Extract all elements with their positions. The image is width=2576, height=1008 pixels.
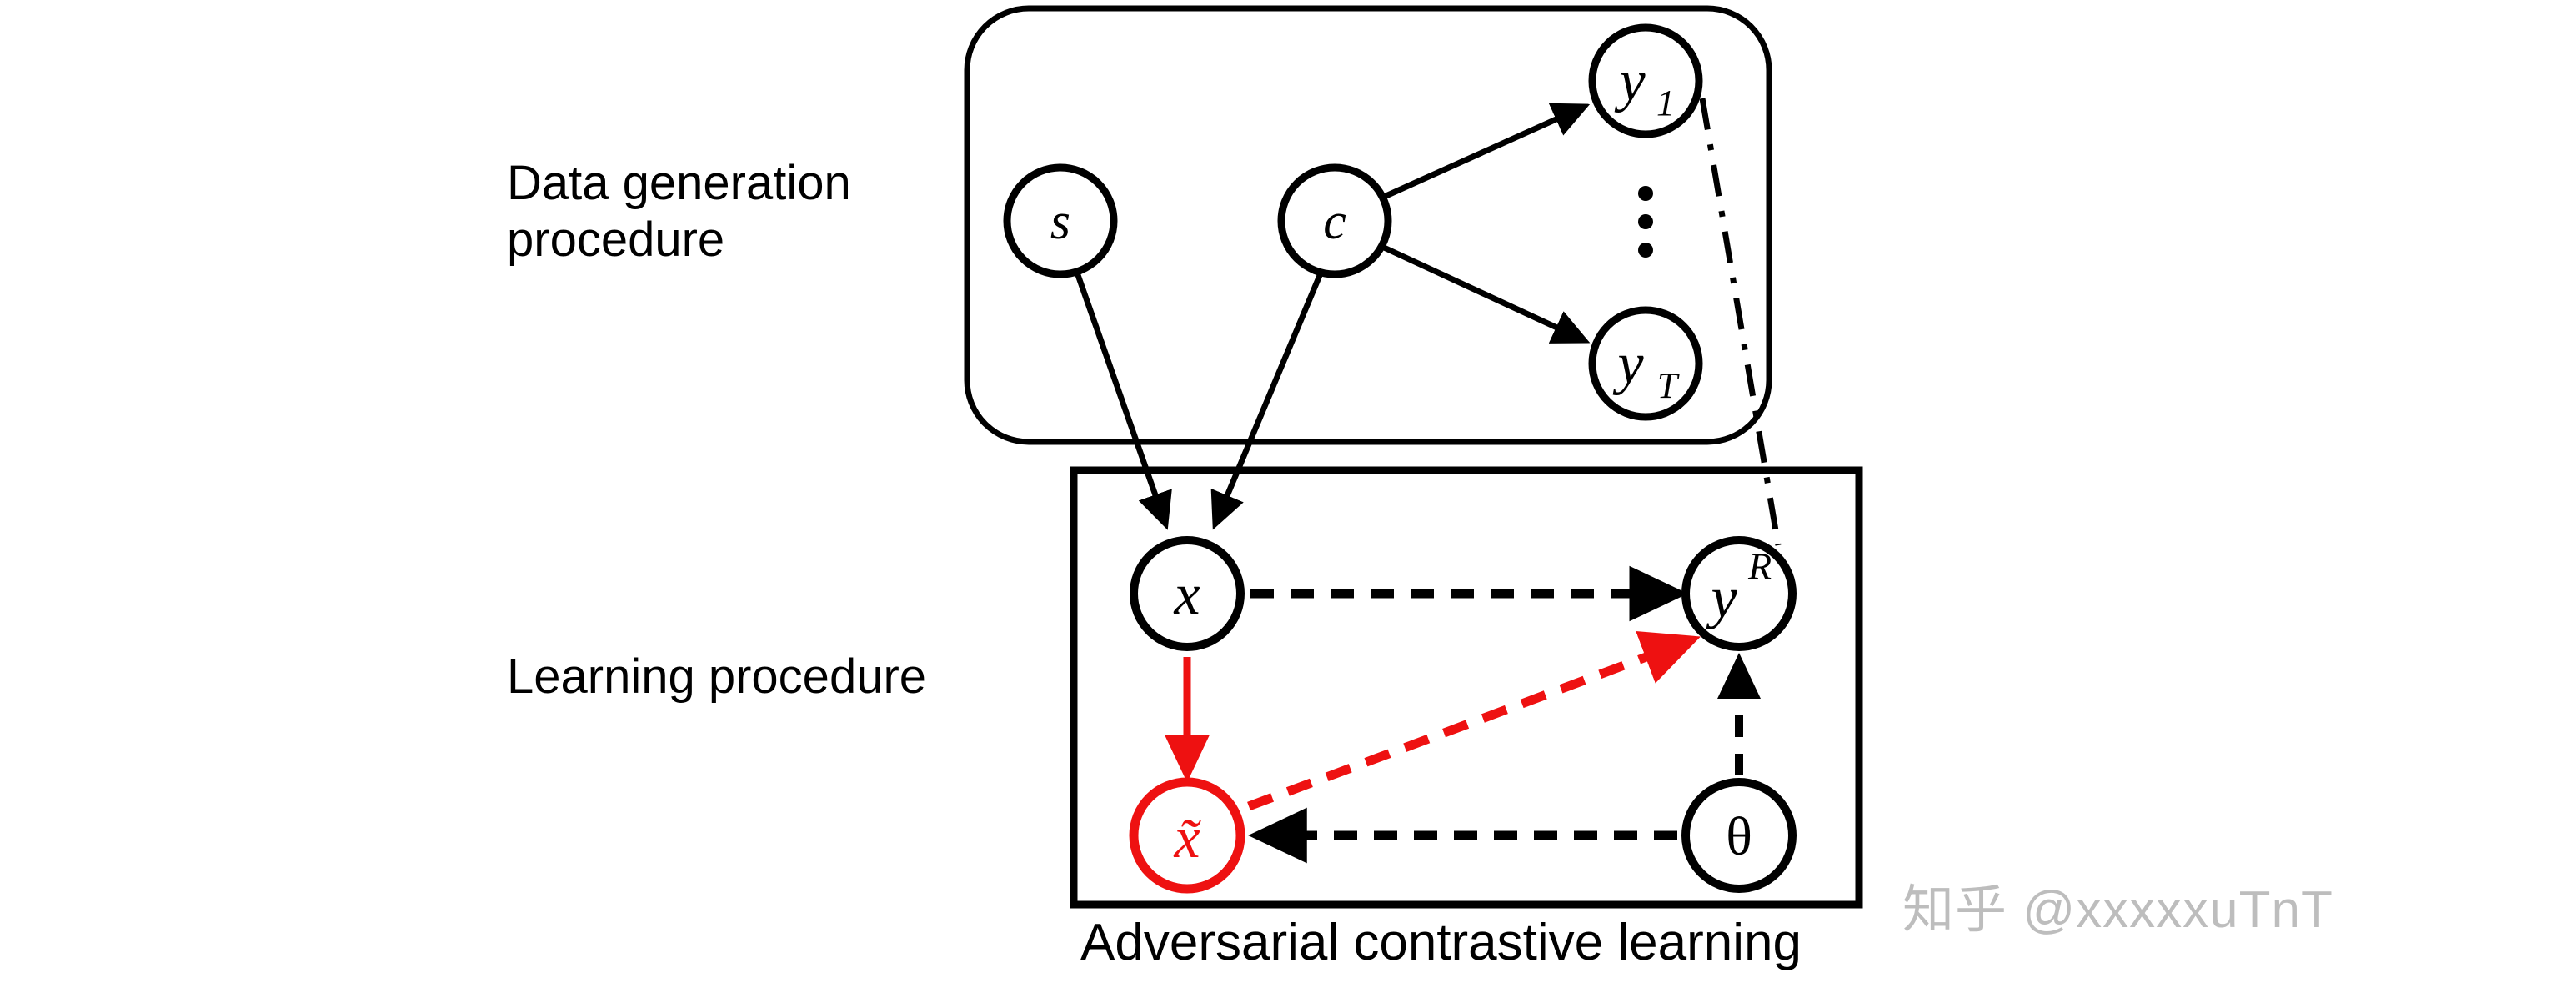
node-y1-label: y	[1614, 49, 1646, 113]
node-c[interactable]: c	[1277, 163, 1392, 278]
edge-c-to-yT	[1381, 243, 1591, 344]
node-s-circle	[1003, 163, 1118, 278]
node-yT[interactable]: y T	[1588, 306, 1703, 421]
zhihu-watermark: 知乎 @xxxxxuTnT	[1902, 881, 2333, 939]
node-theta-label: θ	[1726, 806, 1752, 867]
node-x-tilde-circle	[1129, 777, 1245, 894]
adversarial-contrastive-learning-caption: Adversarial contrastive learning	[1080, 914, 1802, 971]
edge-s-to-x	[1074, 271, 1172, 530]
node-y1-circle	[1588, 23, 1703, 138]
node-s-label: s	[1050, 193, 1070, 250]
node-c-label: c	[1323, 193, 1346, 250]
node-yR[interactable]: y R	[1681, 536, 1797, 651]
node-y1[interactable]: y 1	[1588, 23, 1703, 138]
edge-xtilde-to-yR	[1247, 631, 1701, 811]
node-theta[interactable]: θ	[1681, 778, 1797, 893]
learning-procedure-label: Learning procedure	[507, 649, 927, 704]
node-yR-label: y	[1706, 566, 1737, 630]
node-x-label: x	[1173, 563, 1200, 627]
node-s[interactable]: s	[1003, 163, 1118, 278]
node-theta-circle	[1681, 778, 1797, 893]
edge-y-to-yR-dashdot	[1699, 98, 1782, 546]
node-x-tilde[interactable]: x̃	[1129, 777, 1245, 894]
node-yT-label: y	[1612, 332, 1644, 396]
data-generation-procedure-label: Data generation procedure	[507, 156, 851, 268]
node-yR-superscript: R	[1747, 545, 1772, 588]
node-yT-circle	[1588, 306, 1703, 421]
node-x[interactable]: x	[1130, 536, 1245, 651]
learning-group-box	[1070, 466, 1863, 909]
node-yT-subscript: T	[1657, 365, 1681, 406]
edge-c-to-y1	[1381, 103, 1591, 201]
node-x-circle	[1130, 536, 1245, 651]
node-yR-circle	[1681, 536, 1797, 651]
node-x-tilde-label: x̃	[1173, 806, 1201, 870]
edge-c-to-x	[1210, 272, 1324, 530]
node-y1-subscript: 1	[1656, 83, 1675, 123]
node-c-circle	[1277, 163, 1392, 278]
data-generation-group-box	[964, 5, 1772, 445]
vertical-ellipsis-dots	[1638, 186, 1653, 258]
